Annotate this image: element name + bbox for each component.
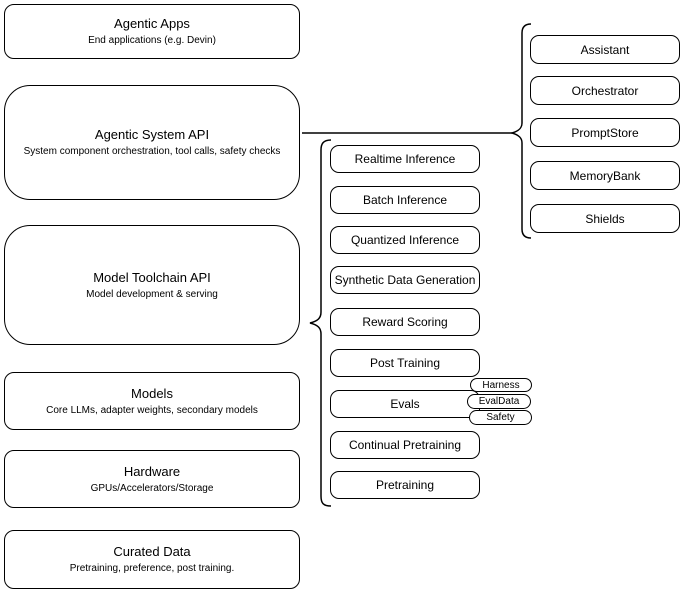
node-subtitle: End applications (e.g. Devin) — [88, 35, 216, 46]
node-title: Model Toolchain API — [93, 269, 211, 285]
node-model-toolchain-api: Model Toolchain API Model development & … — [4, 225, 300, 345]
node-subtitle: System component orchestration, tool cal… — [23, 146, 281, 157]
toolchain-item-continual-pretraining: Continual Pretraining — [330, 431, 480, 459]
toolchain-item-evals: Evals — [330, 390, 480, 418]
toolchain-item-synthetic-data-generation: Synthetic Data Generation — [330, 266, 480, 294]
node-title: Models — [131, 385, 173, 401]
toolchain-item-quantized-inference: Quantized Inference — [330, 226, 480, 254]
toolchain-brace — [309, 139, 332, 507]
node-hardware: Hardware GPUs/Accelerators/Storage — [4, 450, 300, 508]
toolchain-item-post-training: Post Training — [330, 349, 480, 377]
eval-tag-evaldata: EvalData — [467, 394, 531, 409]
node-subtitle: Pretraining, preference, post training. — [69, 563, 235, 574]
node-agentic-apps: Agentic Apps End applications (e.g. Devi… — [4, 4, 300, 59]
component-assistant: Assistant — [530, 35, 680, 64]
eval-tag-harness: Harness — [470, 378, 532, 392]
component-orchestrator: Orchestrator — [530, 76, 680, 105]
node-subtitle: Core LLMs, adapter weights, secondary mo… — [46, 404, 258, 416]
toolchain-item-batch-inference: Batch Inference — [330, 186, 480, 214]
toolchain-item-pretraining: Pretraining — [330, 471, 480, 499]
node-title: Agentic Apps — [114, 16, 190, 31]
node-subtitle: GPUs/Accelerators/Storage — [90, 482, 214, 494]
component-memorybank: MemoryBank — [530, 161, 680, 190]
eval-tag-safety: Safety — [469, 410, 532, 425]
node-curated-data: Curated Data Pretraining, preference, po… — [4, 530, 300, 589]
node-agentic-system-api: Agentic System API System component orch… — [4, 85, 300, 200]
node-title: Curated Data — [113, 544, 191, 559]
toolchain-item-realtime-inference: Realtime Inference — [330, 145, 480, 173]
toolchain-item-reward-scoring: Reward Scoring — [330, 308, 480, 336]
system-components-brace — [509, 23, 532, 239]
node-subtitle: Model development & serving — [86, 288, 218, 300]
node-models: Models Core LLMs, adapter weights, secon… — [4, 372, 300, 430]
component-shields: Shields — [530, 204, 680, 233]
node-title: Hardware — [123, 463, 181, 479]
node-title: Agentic System API — [94, 127, 210, 142]
component-promptstore: PromptStore — [530, 118, 680, 147]
